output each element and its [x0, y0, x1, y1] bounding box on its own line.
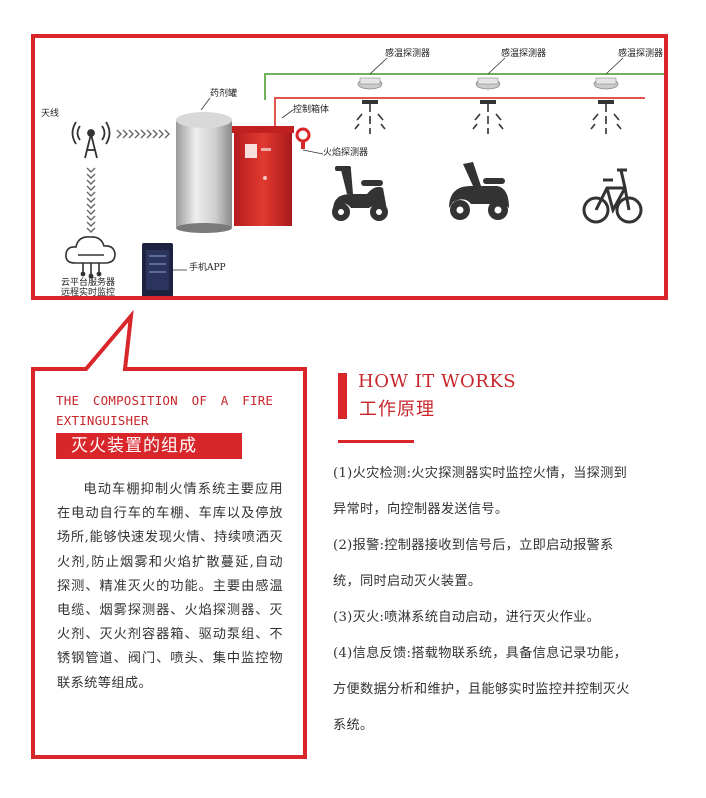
sprinkler-icon	[590, 100, 622, 134]
heat-detector-icon	[593, 57, 624, 90]
control-box-label: 控制箱体	[293, 105, 330, 115]
antenna-label: 天线	[41, 109, 60, 119]
composition-body: 电动车棚抑制火情系统主要应用在电动自行车的车棚、车库以及停放场所,能够快速发现火…	[57, 482, 283, 691]
moped-icon	[449, 162, 509, 220]
cloud-label-line1: 云平台服务器	[61, 278, 116, 288]
composition-title-en: THE COMPOSITION OF A FIRE EXTINGUISHER	[56, 393, 274, 428]
step-item: (3)灭火:喷淋系统自动启动，进行灭火作业。	[333, 610, 601, 625]
electric-scooter-icon	[332, 166, 388, 221]
tank-label: 药剂罐	[210, 89, 238, 99]
signal-arrows-horizontal	[116, 129, 170, 139]
signal-arrows-vertical	[86, 167, 96, 233]
heat-detector-label: 感温探测器	[618, 49, 664, 59]
phone-label: 手机APP	[189, 263, 226, 273]
how-it-works-subtitle: 工作原理	[359, 399, 435, 420]
sprinkler-icon	[354, 100, 386, 134]
control-box-icon	[232, 109, 294, 226]
tank-icon	[176, 97, 232, 233]
heat-detector-icon	[357, 57, 388, 90]
heat-detector-icon	[475, 57, 506, 90]
flame-detector-label: 火焰探测器	[323, 148, 369, 158]
system-diagram: 天线 云平台服务器 远程实时监控 药剂罐 控制箱体 火焰探测器 手机APP 感温…	[31, 34, 668, 300]
steps-list: (1)火灾检测:火灾探测器实时监控火情，当探测到异常时，向控制器发送信号。 (2…	[333, 456, 631, 744]
cloud-label-line2: 远程实时监控	[61, 288, 116, 298]
section-rule	[338, 440, 414, 443]
how-it-works-title: HOW IT WORKS	[358, 371, 517, 392]
red-pipe	[274, 97, 645, 130]
step-item: (4)信息反馈:搭载物联系统，具备信息记录功能，方便数据分析和维护，且能够实时监…	[333, 646, 630, 733]
heat-detector-label: 感温探测器	[385, 49, 431, 59]
step-item: (2)报警:控制器接收到信号后，立即启动报警系统，同时启动灭火装置。	[333, 538, 614, 589]
sprinkler-icon	[472, 100, 504, 134]
cloud-server-icon	[65, 236, 116, 279]
step-item: (1)火灾检测:火灾探测器实时监控火情，当探测到异常时，向控制器发送信号。	[333, 466, 628, 517]
antenna-icon	[71, 121, 111, 159]
flame-detector-icon	[295, 127, 324, 155]
diagram-graphics	[65, 57, 664, 296]
composition-title-cn: 灭火装置的组成	[56, 433, 242, 459]
green-pipe	[264, 73, 664, 100]
phone-icon	[142, 243, 187, 296]
bicycle-icon	[582, 168, 643, 224]
heat-detector-label: 感温探测器	[501, 49, 547, 59]
section-accent-bar	[338, 373, 347, 419]
